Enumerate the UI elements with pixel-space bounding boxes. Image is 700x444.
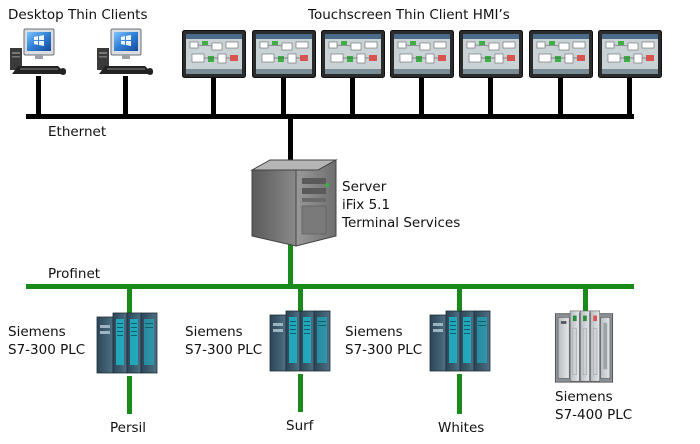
hmi-panel-icon bbox=[390, 30, 454, 78]
server-label: Server iFix 5.1 Terminal Services bbox=[342, 178, 460, 232]
ethernet-drop bbox=[36, 76, 41, 116]
hmi-panel-icon bbox=[321, 30, 385, 78]
plc-model-line: Siemens bbox=[555, 389, 613, 405]
profinet-network bbox=[26, 244, 634, 414]
plc-model-line: Siemens bbox=[185, 324, 243, 340]
server-label-line: iFix 5.1 bbox=[342, 197, 391, 213]
desktop-pc-icon bbox=[96, 28, 154, 76]
plc-s7-300-icon bbox=[96, 312, 158, 374]
plc-model-label: Siemens S7-300 PLC bbox=[185, 323, 262, 359]
ethernet-drop bbox=[350, 78, 355, 116]
plant-area-label: Surf bbox=[286, 418, 314, 434]
ethernet-drop bbox=[558, 78, 563, 116]
hmi-panel-icon bbox=[459, 30, 523, 78]
profinet-label: Profinet bbox=[48, 266, 101, 282]
ethernet-drop bbox=[123, 76, 128, 116]
plc-s7-300-icon bbox=[429, 310, 491, 372]
plc-model-label: Siemens S7-400 PLC bbox=[555, 388, 632, 424]
profinet-drop bbox=[127, 376, 132, 414]
ethernet-drop bbox=[288, 117, 293, 161]
plc-model-line: Siemens bbox=[8, 324, 66, 340]
ethernet-bus bbox=[26, 114, 634, 119]
profinet-drop bbox=[127, 287, 132, 313]
plc-model-line: Siemens bbox=[345, 324, 403, 340]
plc-s7-300-icon bbox=[269, 310, 331, 372]
plc-model-line: S7-400 PLC bbox=[555, 407, 633, 423]
ethernet-label: Ethernet bbox=[48, 124, 107, 140]
profinet-drop bbox=[583, 287, 588, 313]
plant-area-label: Persil bbox=[110, 420, 147, 436]
plc-model-label: Siemens S7-300 PLC bbox=[8, 323, 85, 359]
ethernet-drop bbox=[419, 78, 424, 116]
server-label-line: Terminal Services bbox=[342, 215, 461, 231]
plc-model-label: Siemens S7-300 PLC bbox=[345, 323, 422, 359]
ethernet-drop bbox=[627, 78, 632, 116]
plant-area-label: Whites bbox=[438, 420, 485, 436]
profinet-drop bbox=[457, 287, 462, 313]
hmi-panel-icon bbox=[182, 30, 246, 78]
ethernet-network bbox=[26, 76, 634, 161]
profinet-drop bbox=[457, 374, 462, 414]
hmi-panel-icon bbox=[252, 30, 316, 78]
desktop-clients-label: Desktop Thin Clients bbox=[8, 7, 148, 23]
hmi-panel-icon bbox=[598, 30, 662, 78]
touchscreen-clients-label: Touchscreen Thin Client HMI’s bbox=[308, 7, 510, 23]
hmi-panel-icon bbox=[529, 30, 593, 78]
ethernet-drop bbox=[211, 78, 216, 116]
server-tower-icon bbox=[250, 159, 338, 247]
profinet-bus bbox=[26, 284, 634, 289]
profinet-drop bbox=[298, 374, 303, 412]
desktop-pc-icon bbox=[9, 28, 67, 76]
plc-s7-400-icon bbox=[554, 310, 614, 383]
plc-model-line: S7-300 PLC bbox=[185, 342, 263, 358]
server-label-line: Server bbox=[342, 179, 387, 195]
ethernet-drop bbox=[281, 78, 286, 116]
server-profinet-link bbox=[288, 244, 293, 286]
profinet-drop bbox=[298, 287, 303, 313]
plc-model-line: S7-300 PLC bbox=[8, 342, 86, 358]
ethernet-drop bbox=[488, 78, 493, 116]
plc-model-line: S7-300 PLC bbox=[345, 342, 423, 358]
